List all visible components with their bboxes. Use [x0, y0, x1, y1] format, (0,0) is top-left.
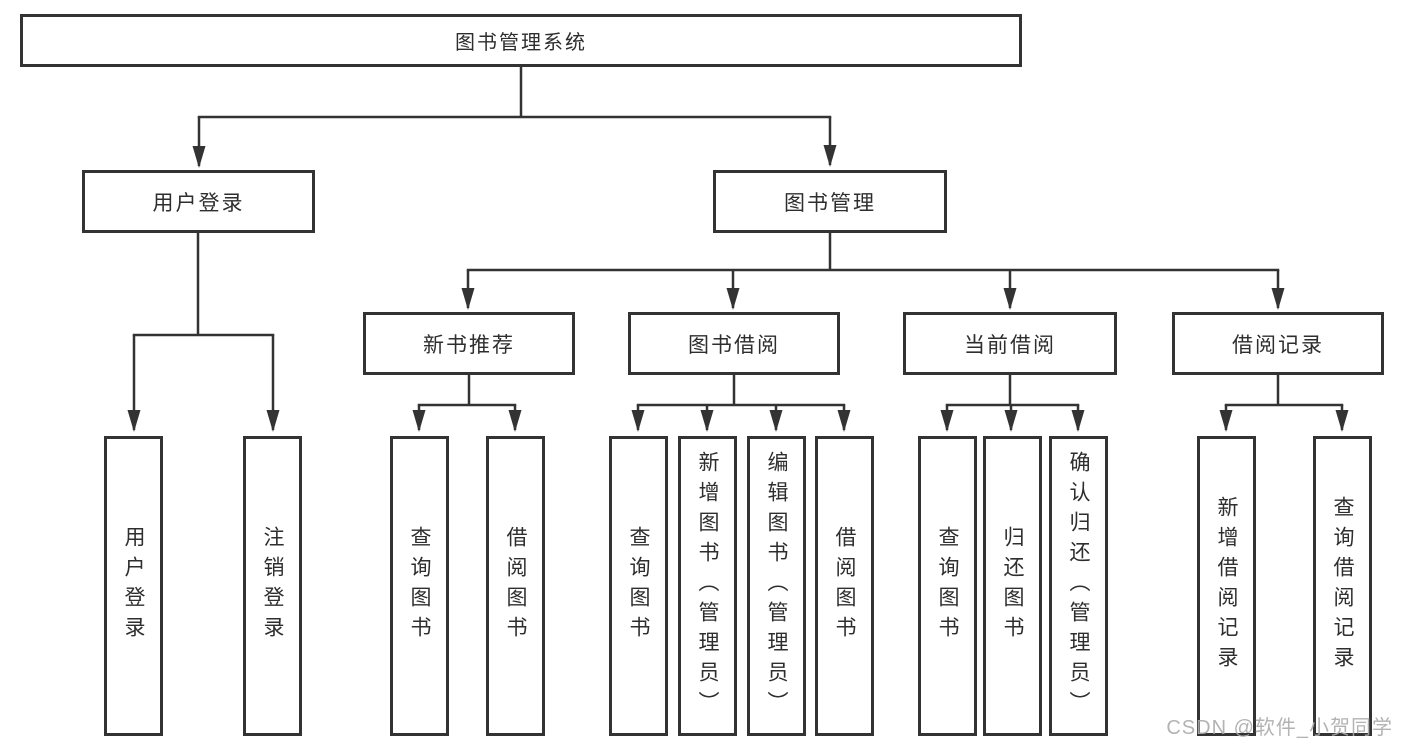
- leaf-label: 借阅图书: [504, 526, 527, 646]
- leaf-label: 用户登录: [122, 526, 145, 646]
- node-user-login-label: 用户登录: [152, 191, 245, 215]
- leaf-label: 注销登录: [261, 526, 284, 646]
- leaf-add-books-admin: 新增图书（管理员）: [678, 436, 737, 736]
- leaf-logout: 注销登录: [243, 436, 302, 736]
- leaf-label: 查询图书: [408, 526, 431, 646]
- leaf-label: 编辑图书（管理员）: [765, 451, 788, 721]
- leaf-query-borrow-record: 查询借阅记录: [1313, 436, 1372, 736]
- node-new-book-recommend: 新书推荐: [363, 312, 575, 375]
- leaf-label: 确认归还（管理员）: [1067, 451, 1090, 721]
- leaf-borrow-books-borrowing: 借阅图书: [815, 436, 874, 736]
- leaf-query-books-recommend: 查询图书: [390, 436, 449, 736]
- watermark-text: CSDN @软件_小贺同学: [1166, 717, 1393, 739]
- node-borrowing-records-label: 借阅记录: [1232, 333, 1324, 357]
- leaf-label: 查询借阅记录: [1331, 496, 1354, 676]
- leaf-borrow-books-recommend: 借阅图书: [486, 436, 545, 736]
- node-new-book-recommend-label: 新书推荐: [423, 333, 515, 357]
- node-current-borrowing: 当前借阅: [903, 312, 1117, 375]
- leaf-user-login: 用户登录: [104, 436, 163, 736]
- node-book-borrowing-label: 图书借阅: [688, 333, 780, 357]
- leaf-label: 借阅图书: [833, 526, 856, 646]
- leaf-label: 归还图书: [1001, 526, 1024, 646]
- node-current-borrowing-label: 当前借阅: [964, 333, 1056, 357]
- node-root: 图书管理系统: [20, 14, 1022, 67]
- leaf-label: 查询图书: [627, 526, 650, 646]
- leaf-label: 新增图书（管理员）: [696, 451, 719, 721]
- node-borrowing-records: 借阅记录: [1172, 312, 1384, 375]
- leaf-edit-books-admin: 编辑图书（管理员）: [747, 436, 806, 736]
- leaf-confirm-return-admin: 确认归还（管理员）: [1049, 436, 1108, 736]
- node-book-management: 图书管理: [713, 170, 947, 233]
- node-root-label: 图书管理系统: [455, 32, 587, 54]
- leaf-add-borrow-record: 新增借阅记录: [1197, 436, 1256, 736]
- node-book-management-label: 图书管理: [784, 191, 876, 215]
- leaf-label: 新增借阅记录: [1215, 496, 1238, 676]
- leaf-return-books: 归还图书: [983, 436, 1042, 736]
- leaf-label: 查询图书: [936, 526, 959, 646]
- node-user-login: 用户登录: [82, 170, 315, 233]
- leaf-query-books-current: 查询图书: [918, 436, 977, 736]
- node-book-borrowing: 图书借阅: [628, 312, 840, 375]
- leaf-query-books-borrowing: 查询图书: [609, 436, 668, 736]
